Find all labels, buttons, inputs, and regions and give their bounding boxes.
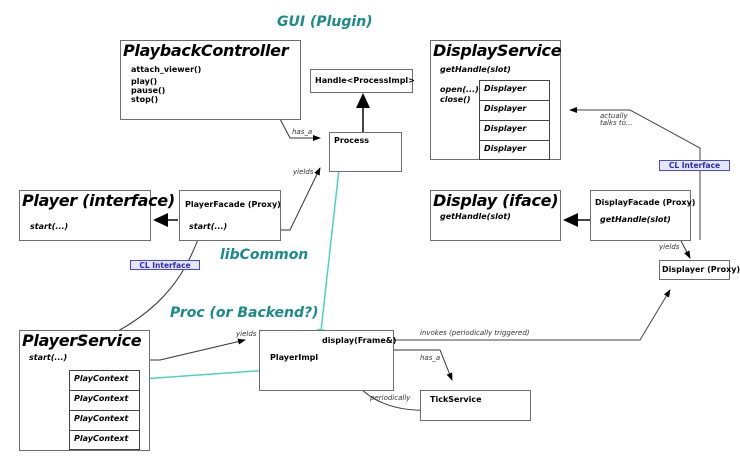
player-impl-box: display(Frame&) PlayerImpl <box>259 330 397 391</box>
cl-interface-badge-left: CL Interface <box>130 260 200 270</box>
method-attach-viewer: attach_viewer() <box>131 65 202 74</box>
display-service-close: close() <box>440 95 471 104</box>
playcontext-slot: PlayContext <box>69 430 140 450</box>
player-facade-title: PlayerFacade (Proxy) <box>185 200 281 209</box>
display-facade-title: DisplayFacade (Proxy) <box>595 198 696 207</box>
playcontext-slot: PlayContext <box>69 390 140 411</box>
method-play: play() <box>131 77 158 86</box>
display-inherit-arrowhead <box>563 213 578 227</box>
method-stop: stop() <box>131 95 159 104</box>
handle-title: Handle<ProcessImpl> <box>315 76 415 85</box>
display-facade-box: DisplayFacade (Proxy) getHandle(slot) <box>590 190 695 241</box>
process-box: Process <box>329 132 402 172</box>
display-service-open: open(...) <box>440 85 479 94</box>
displayer-slot: Displayer <box>479 80 550 101</box>
player-interface-box: Player (interface) start(...) <box>19 190 175 241</box>
displayer-slot: Displayer <box>479 100 550 121</box>
yields-process-label: yields <box>293 168 314 176</box>
player-interface-start: start(...) <box>30 222 69 231</box>
handle-box: Handle<ProcessImpl> <box>310 69 415 93</box>
process-to-playerimpl-link <box>317 159 341 341</box>
tick-service-box: TickService <box>420 390 531 421</box>
display-iface-box: Display (iface) getHandle(slot) <box>430 190 561 241</box>
region-label-proc: Proc (or Backend?) <box>170 305 319 321</box>
yields-playerimpl-label: yields <box>236 330 257 338</box>
display-service-title: DisplayService <box>433 41 562 60</box>
displayer-proxy-box: Displayer (Proxy) <box>659 260 740 280</box>
has-a-process-label: has_a <box>292 128 313 136</box>
region-label-libcommon: libCommon <box>220 247 309 263</box>
displayer-proxy-title: Displayer (Proxy) <box>662 265 740 274</box>
display-facade-gethandle: getHandle(slot) <box>600 215 671 224</box>
playcontext-slot: PlayContext <box>69 410 140 431</box>
periodically-label: periodically <box>370 394 411 402</box>
method-pause: pause() <box>131 86 166 95</box>
player-facade-start: start(...) <box>189 222 228 231</box>
player-inherit-arrowhead <box>153 213 168 227</box>
display-iface-title: Display (iface) <box>433 191 559 210</box>
inheritance-arrowhead <box>356 93 370 108</box>
invokes-label: invokes (periodically triggered) <box>420 329 530 337</box>
displayer-slot: Displayer <box>479 120 550 141</box>
playback-controller-title: PlaybackController <box>123 41 289 60</box>
process-title: Process <box>334 136 369 145</box>
player-impl-title: PlayerImpl <box>270 353 319 362</box>
player-impl-display-method: display(Frame&) <box>322 336 397 345</box>
display-iface-gethandle: getHandle(slot) <box>440 212 511 221</box>
tick-service-title: TickService <box>430 395 482 404</box>
cl-interface-badge-top: CL Interface <box>659 160 730 171</box>
playback-controller-box: PlaybackController attach_viewer() play(… <box>120 40 301 120</box>
displayer-slot: Displayer <box>479 140 550 160</box>
player-service-title: PlayerService <box>22 331 142 350</box>
yields-displayer-label: yields <box>659 243 680 251</box>
region-label-gui: GUI (Plugin) <box>277 14 373 30</box>
actually-talks-to-label: actually talks to... <box>600 112 633 127</box>
has-a-tick-label: has_a <box>420 354 441 362</box>
player-facade-box: PlayerFacade (Proxy) start(...) <box>179 190 281 241</box>
player-interface-title: Player (interface) <box>22 191 175 210</box>
player-service-start: start(...) <box>29 353 68 362</box>
display-service-gethandle: getHandle(slot) <box>440 65 511 74</box>
playcontext-slot: PlayContext <box>69 370 140 391</box>
